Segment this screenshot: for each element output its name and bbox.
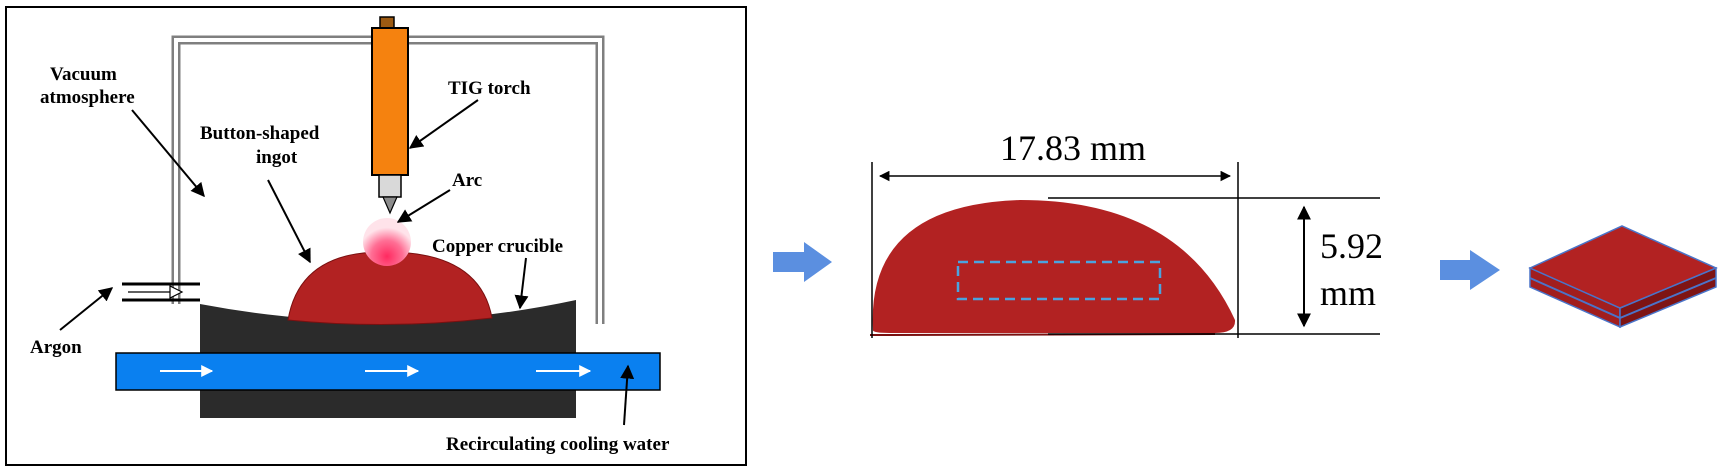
process-arrow-2 [1440, 250, 1500, 290]
tig-torch [371, 16, 409, 215]
label-vacuum-line1: Vacuum [50, 64, 117, 85]
label-button-line1: Button-shaped [200, 123, 320, 144]
label-arc: Arc [452, 170, 482, 191]
sample-plate [1528, 225, 1718, 329]
label-tig-torch: TIG torch [448, 78, 531, 99]
sample-cut-outline [956, 260, 1162, 301]
label-vacuum-line2: atmosphere [40, 87, 135, 108]
leader-arrows [59, 99, 635, 426]
label-button-line2: ingot [256, 147, 298, 168]
label-copper-crucible: Copper crucible [432, 236, 563, 257]
dimension-lines [871, 162, 1380, 338]
label-argon: Argon [30, 337, 82, 358]
height-dimension-unit: mm [1320, 273, 1376, 313]
height-dimension-value: 5.92 [1320, 226, 1383, 266]
ingot-cross-section [869, 200, 1236, 336]
arc-glow [363, 218, 411, 266]
label-cooling-water: Recirculating cooling water [446, 434, 670, 455]
button-shaped-ingot [287, 251, 493, 326]
argon-inlet-pipe [122, 282, 200, 302]
width-dimension-label: 17.83 mm [1000, 128, 1146, 168]
process-arrow-1 [773, 242, 832, 282]
